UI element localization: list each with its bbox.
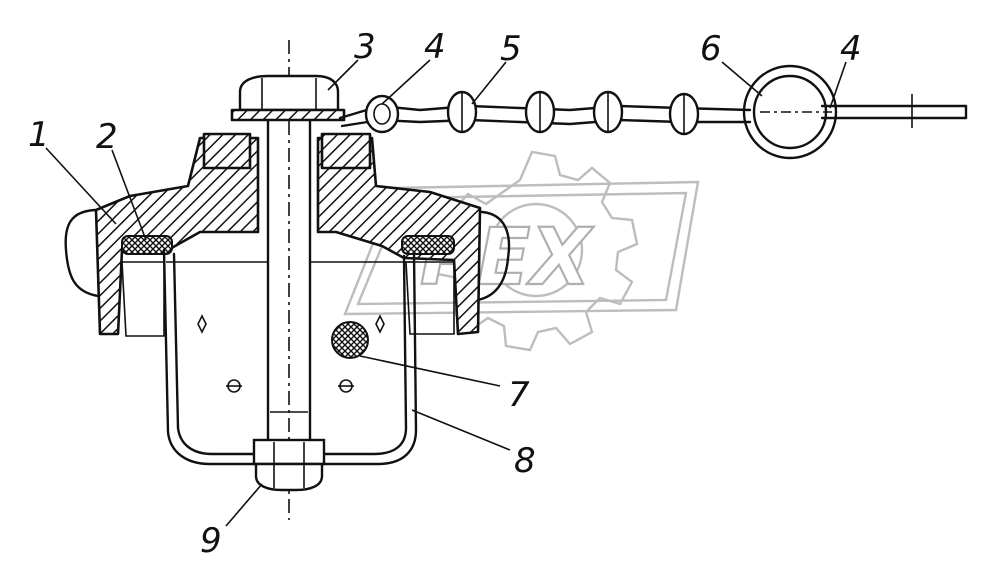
callout-labels: 1 2 3 4 5 6 4 7 8 9	[28, 27, 862, 561]
cap-body	[64, 132, 511, 337]
ring-6	[742, 64, 838, 160]
callout-1: 1	[28, 115, 50, 155]
mesh-patch	[331, 321, 369, 359]
callout-8: 8	[514, 441, 536, 481]
callout-5: 5	[500, 29, 522, 69]
perforation-marks	[197, 314, 385, 393]
pin-rod	[820, 94, 968, 128]
callout-9: 9	[200, 521, 222, 561]
callout-3: 3	[354, 27, 376, 67]
callout-4a: 4	[424, 27, 446, 67]
callout-7: 7	[508, 375, 530, 415]
callout-2: 2	[96, 117, 118, 157]
leader-lines	[45, 59, 847, 527]
gasket	[121, 235, 455, 255]
bottom-nut	[252, 438, 326, 492]
top-nut	[230, 74, 346, 122]
callout-6: 6	[700, 29, 722, 69]
retaining-chain	[338, 90, 752, 136]
callout-4b: 4	[840, 29, 862, 69]
